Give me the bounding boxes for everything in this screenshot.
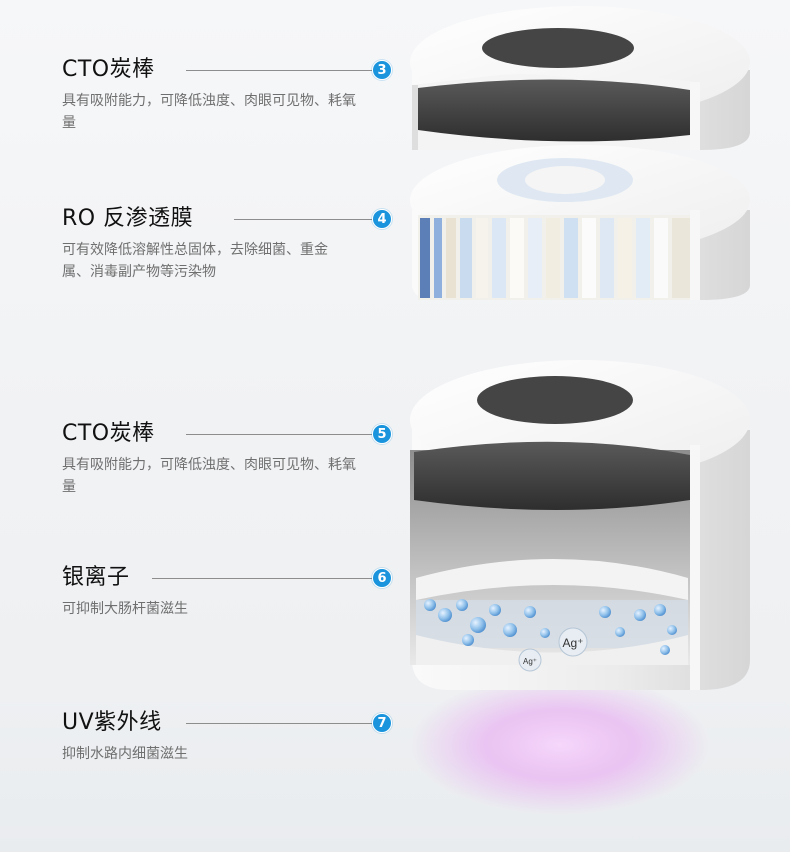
ag-ion-label-small: Ag⁺ bbox=[523, 657, 537, 666]
leader-line-3 bbox=[186, 70, 372, 71]
step-badge-6: 6 bbox=[372, 568, 392, 588]
carbon-block-5 bbox=[414, 441, 690, 510]
layer-description: 抑制水路内细菌滋生 bbox=[62, 746, 188, 762]
layer-4-ro-membrane-cartridge bbox=[410, 145, 750, 300]
silver-ion-molecules bbox=[424, 599, 677, 672]
layer-description: 具有吸附能力，可降低浊度、肉眼可见物、耗氧量 bbox=[62, 93, 356, 131]
leader-line-6 bbox=[152, 578, 372, 579]
step-badge-3: 3 bbox=[372, 60, 392, 80]
leader-line-4 bbox=[234, 219, 372, 220]
layer-description: 具有吸附能力，可降低浊度、肉眼可见物、耗氧量 bbox=[62, 457, 356, 495]
layer-description: 可有效降低溶解性总固体，去除细菌、重金属、消毒副产物等污染物 bbox=[62, 242, 328, 280]
layer-3-carbon-cartridge bbox=[410, 6, 750, 150]
layer-title: 银离子 bbox=[62, 565, 130, 590]
layer-5-6-cartridge: Ag⁺ Ag⁺ bbox=[410, 360, 750, 690]
layer-title: UV紫外线 bbox=[62, 710, 162, 735]
layer-label-cto-carbon-1: CTO炭棒 具有吸附能力，可降低浊度、肉眼可见物、耗氧量 bbox=[62, 56, 362, 134]
layer-title: RO 反渗透膜 bbox=[62, 206, 194, 231]
layer-title: CTO炭棒 bbox=[62, 57, 155, 82]
membrane-pleats bbox=[420, 218, 690, 298]
leader-line-5 bbox=[186, 434, 372, 435]
step-badge-5: 5 bbox=[372, 424, 392, 444]
leader-line-7 bbox=[186, 723, 372, 724]
layer-label-silver-ion: 银离子 可抑制大肠杆菌滋生 bbox=[62, 564, 382, 620]
uv-glow bbox=[410, 675, 710, 815]
step-badge-7: 7 bbox=[372, 713, 392, 733]
step-badge-4: 4 bbox=[372, 209, 392, 229]
ag-ion-label-large: Ag⁺ bbox=[562, 636, 583, 650]
layer-label-ro-membrane: RO 反渗透膜 可有效降低溶解性总固体，去除细菌、重金属、消毒副产物等污染物 bbox=[62, 205, 342, 283]
silver-ion-plate bbox=[416, 559, 688, 600]
layer-description: 可抑制大肠杆菌滋生 bbox=[62, 601, 188, 617]
layer-title: CTO炭棒 bbox=[62, 421, 155, 446]
layer-label-cto-carbon-2: CTO炭棒 具有吸附能力，可降低浊度、肉眼可见物、耗氧量 bbox=[62, 420, 362, 498]
layer-label-uv: UV紫外线 抑制水路内细菌滋生 bbox=[62, 709, 382, 765]
